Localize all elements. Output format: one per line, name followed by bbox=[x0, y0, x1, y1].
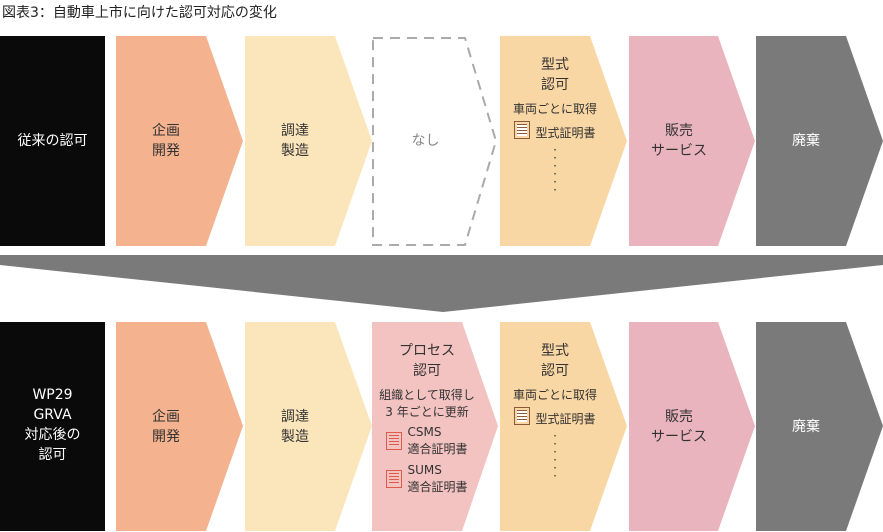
doc-label: CSMS bbox=[407, 425, 442, 439]
type-note: 車両ごとに取得 bbox=[512, 102, 597, 116]
stage-type-content: 型式 認可 車両ごとに取得 型式証明書 ······ bbox=[500, 341, 610, 483]
stage-dispose-top bbox=[756, 36, 883, 246]
label-line: 開発 bbox=[152, 143, 180, 159]
figure-title: 図表3：自動車上市に向けた認可対応の変化 bbox=[2, 5, 277, 21]
stage-mfg-label: 調達製造 bbox=[245, 121, 345, 161]
label-line: 認可 bbox=[541, 363, 569, 379]
label-line: サービス bbox=[651, 143, 707, 159]
label-line: 企画 bbox=[152, 409, 180, 425]
label-line: 製造 bbox=[281, 429, 309, 445]
label-line: 対応後の bbox=[24, 427, 81, 443]
document-icon bbox=[514, 121, 531, 139]
sums-doc: SUMS 適合証明書 bbox=[372, 462, 482, 496]
label-line: WP29 bbox=[32, 387, 73, 403]
stage-mfg-top bbox=[245, 36, 372, 246]
stage-plan-bottom bbox=[116, 322, 243, 531]
label-line: 型式 bbox=[541, 343, 569, 359]
row-label-top: 従来の認可 bbox=[17, 133, 88, 149]
type-note: 車両ごとに取得 bbox=[512, 388, 597, 402]
csms-doc: CSMS 適合証明書 bbox=[372, 424, 482, 458]
stage-plan-label: 企画開発 bbox=[116, 121, 216, 161]
label-line: 認可 bbox=[38, 447, 67, 463]
stage-dispose-label: 廃棄 bbox=[792, 419, 820, 435]
stage-mfg-label: 調達製造 bbox=[245, 407, 345, 447]
label-line: GRVA bbox=[33, 407, 72, 423]
stage-plan-label: 企画開発 bbox=[116, 407, 216, 447]
stage-type-top bbox=[500, 36, 627, 246]
ellipsis-dots: ······ bbox=[553, 143, 557, 197]
transition-arrow bbox=[0, 255, 883, 312]
stage-sales-bottom bbox=[629, 322, 755, 531]
label-line: 販売 bbox=[665, 123, 693, 139]
stage-dispose-label: 廃棄 bbox=[792, 133, 820, 149]
row-label-box-bottom bbox=[0, 322, 105, 531]
label-line: 調達 bbox=[281, 123, 309, 139]
label-line: プロセス bbox=[399, 343, 455, 359]
label-line: 企画 bbox=[152, 123, 180, 139]
stage-plan-top bbox=[116, 36, 243, 246]
label-line: 製造 bbox=[281, 143, 309, 159]
row-label-box-top bbox=[0, 36, 105, 246]
process-note: 組織として取得し bbox=[379, 388, 475, 402]
label-line: サービス bbox=[651, 429, 707, 445]
stage-type-content: 型式 認可 車両ごとに取得 型式証明書 ······ bbox=[500, 55, 610, 197]
stage-process-content: プロセス 認可 組織として取得し 3 年ごとに更新 CSMS 適合証明書 SUMS… bbox=[372, 341, 482, 496]
document-icon bbox=[514, 407, 531, 425]
doc-label: 適合証明書 bbox=[407, 442, 468, 456]
label-line: 調達 bbox=[281, 409, 309, 425]
stage-sales-label: 販売サービス bbox=[629, 407, 729, 447]
process-note: 3 年ごとに更新 bbox=[385, 405, 469, 419]
stage-sales-top bbox=[629, 36, 755, 246]
stage-none-top bbox=[372, 37, 498, 246]
document-icon bbox=[386, 432, 403, 450]
label-line: 認可 bbox=[413, 363, 441, 379]
ellipsis-dots: ······ bbox=[553, 429, 557, 483]
type-doc: 型式証明書 bbox=[500, 121, 610, 142]
label-line: 型式 bbox=[541, 57, 569, 73]
doc-label: 型式証明書 bbox=[535, 412, 596, 426]
label-line: 認可 bbox=[541, 77, 569, 93]
type-doc: 型式証明書 bbox=[500, 407, 610, 428]
stage-none-label: なし bbox=[411, 133, 440, 149]
stage-dispose-bottom bbox=[756, 322, 883, 531]
label-line: 開発 bbox=[152, 429, 180, 445]
document-icon bbox=[386, 470, 403, 488]
stage-type-bottom bbox=[500, 322, 627, 531]
doc-label: 型式証明書 bbox=[535, 126, 596, 140]
doc-label: SUMS bbox=[407, 463, 442, 477]
doc-label: 適合証明書 bbox=[407, 480, 468, 494]
label-line: 販売 bbox=[665, 409, 693, 425]
stage-sales-label: 販売サービス bbox=[629, 121, 729, 161]
stage-mfg-bottom bbox=[245, 322, 372, 531]
stage-process-bottom bbox=[372, 322, 498, 531]
